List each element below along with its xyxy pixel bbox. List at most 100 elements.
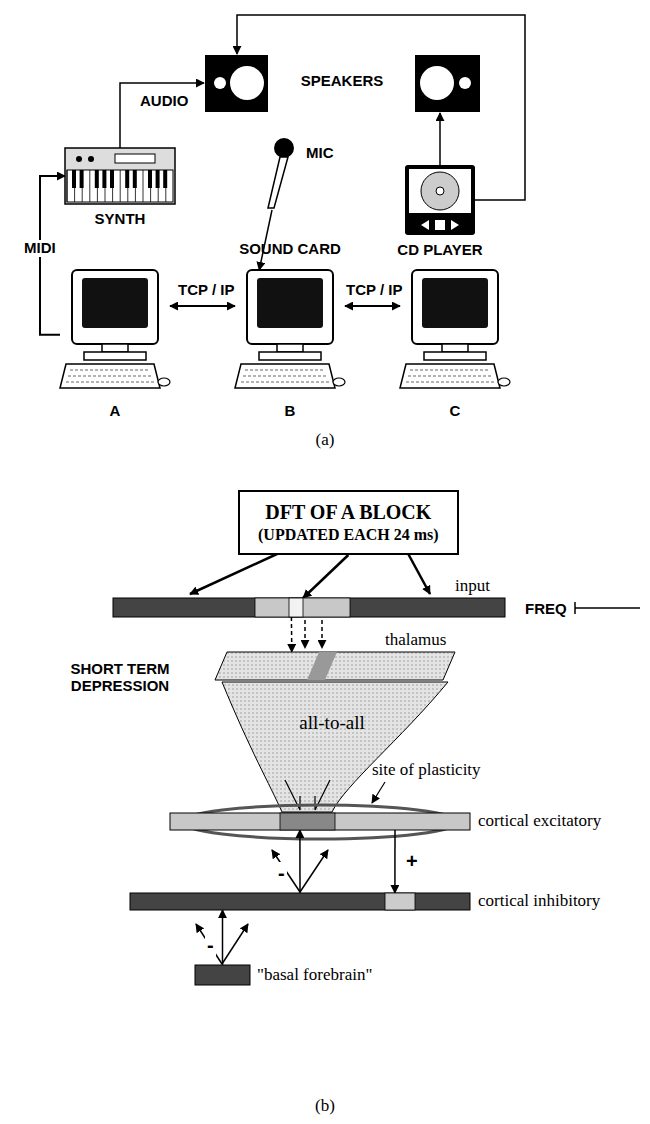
drawing-part [95, 170, 99, 188]
drawing-part [120, 170, 121, 202]
computer-shape [400, 270, 510, 390]
drawing-part [67, 170, 173, 202]
computer-node: C [400, 270, 510, 390]
drawing-part [300, 850, 328, 892]
drawing-part [235, 364, 335, 388]
mic-shape [258, 138, 298, 210]
drawing-part [304, 620, 306, 648]
drawing-part [195, 965, 250, 985]
drawing-part [255, 598, 350, 617]
synth-node: SYNTH [65, 148, 175, 204]
computer-node: SOUND CARDB [235, 270, 345, 390]
connector [345, 305, 400, 307]
drawing-part [148, 170, 152, 188]
mic-node: MIC [258, 138, 298, 210]
connector [303, 555, 348, 598]
drawing-part [274, 138, 294, 158]
drawing-part [82, 278, 148, 328]
free-label: SHORT TERM DEPRESSION [60, 660, 180, 695]
node-label: thalamus [385, 630, 446, 650]
drawing-part [72, 170, 76, 188]
drawing-part [170, 813, 470, 830]
computer-shape [235, 270, 345, 390]
neural-layer-band: thalamus [215, 652, 455, 680]
box-subtitle: (UPDATED EACH 24 ms) [258, 525, 439, 545]
free-label: (a) [316, 430, 335, 450]
drawing-part [436, 187, 444, 195]
speaker-left [205, 55, 268, 112]
drawing-part [230, 66, 264, 100]
connector [291, 617, 293, 652]
drawing-part [321, 620, 323, 648]
node-label: MIC [306, 144, 334, 161]
drawing-part [333, 378, 345, 386]
drawing-part [277, 344, 303, 352]
drawing-part [406, 370, 494, 382]
synth-shape [65, 148, 175, 204]
drawing-part [415, 55, 480, 112]
drawing-part [110, 170, 114, 188]
drawing-part [133, 170, 137, 188]
drawing-part [424, 352, 486, 360]
drawing-part [84, 352, 146, 360]
node-label: cortical inhibitory [478, 891, 600, 911]
drawing-part [400, 364, 500, 388]
bar-shape [195, 965, 250, 985]
free-label: FREQ [525, 600, 567, 617]
drawing-part [158, 378, 170, 386]
drawing-part [102, 170, 106, 188]
drawing-part [88, 156, 94, 162]
drawing-part [268, 157, 288, 208]
speaker-right [415, 55, 480, 112]
cd-shape [405, 165, 475, 235]
connector [394, 830, 396, 893]
drawing-part [289, 598, 303, 617]
free-label: site of plasticity [372, 760, 481, 780]
node-label: cortical excitatory [478, 811, 601, 831]
node-label: A [110, 402, 121, 419]
drawing-part [156, 170, 160, 188]
drawing-part [76, 156, 82, 162]
connector [222, 910, 224, 965]
drawing-part [412, 270, 498, 344]
drawing-part [257, 278, 323, 328]
drawing-part [574, 602, 576, 614]
drawing-part [422, 278, 488, 328]
drawing-part [498, 378, 510, 386]
all-to-all-funnel [222, 682, 448, 812]
connector [170, 305, 235, 307]
drawing-part [451, 220, 459, 230]
drawing-part [67, 170, 68, 202]
neural-layer-band: cortical excitatory [170, 813, 470, 830]
neural-layer-band: "basal forebrain" [195, 965, 250, 985]
drawing-part [439, 113, 441, 165]
connector-label: + [404, 850, 420, 872]
box-title: DFT OF A BLOCK [258, 500, 439, 525]
bar-shape [130, 893, 470, 910]
freq-axis [575, 602, 640, 614]
drawing-part [259, 352, 321, 360]
drawing-part [130, 893, 470, 910]
connector-label: - [205, 934, 216, 956]
drawing-part [66, 370, 154, 382]
drawing-part [421, 172, 459, 210]
dashed-arrows [305, 620, 322, 648]
drawing-part [405, 165, 475, 235]
drawing-part [420, 66, 454, 100]
bar-shape [170, 813, 470, 830]
node-label: SOUND CARD [239, 240, 341, 257]
connector-label: TCP / IP [344, 282, 404, 299]
drawing-part [120, 83, 204, 148]
drawing-part [272, 850, 300, 892]
drawing-part [241, 370, 329, 382]
free-label: AUDIO [140, 92, 188, 109]
node-label: C [450, 402, 461, 419]
free-label: SPEAKERS [301, 72, 384, 89]
drawing-part [214, 77, 226, 89]
bar-shape [113, 598, 505, 617]
node-label: B [285, 402, 296, 419]
drawing-part [280, 813, 335, 830]
drawing-part [89, 170, 90, 202]
computer-node: A [60, 270, 170, 390]
drawing-part [113, 598, 505, 617]
